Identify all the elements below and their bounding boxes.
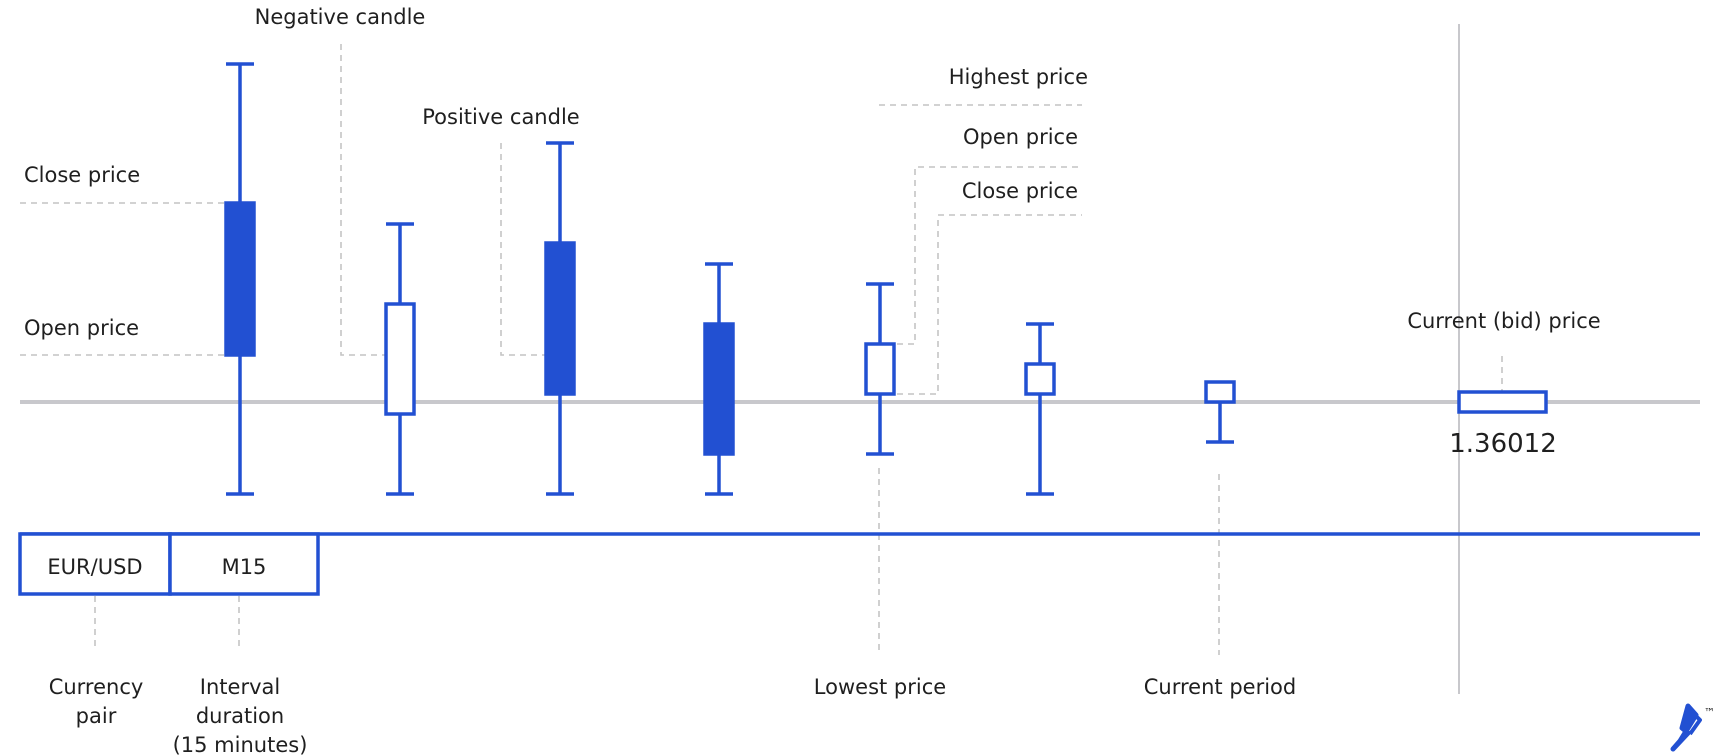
candle-2-body (384, 302, 416, 416)
open-price-left-label: Open price (24, 316, 139, 340)
currency-pair-label-line2: pair (76, 704, 117, 728)
candle-2 (384, 222, 416, 496)
open-price-right-label: Open price (963, 125, 1078, 149)
candle-7-body (1204, 380, 1236, 404)
interval-box (168, 532, 320, 596)
leader-negative-candle (340, 44, 385, 356)
current-price-value: 1.36012 (1449, 429, 1557, 459)
candle-7 (1204, 380, 1236, 444)
candle-3 (544, 141, 576, 496)
highest-price-label: Highest price (949, 65, 1088, 89)
leader-lines (20, 44, 1503, 655)
labels: Negative candle Positive candle Close pr… (24, 5, 1601, 756)
candle-3-body (544, 241, 576, 396)
candle-1-body (224, 201, 256, 357)
leader-close-price-right (897, 214, 1082, 395)
currency-pair-box (18, 532, 172, 596)
svg-text:™: ™ (1704, 706, 1715, 719)
interval-label-line3: (15 minutes) (173, 733, 308, 756)
candle-4-body (703, 322, 735, 456)
interval-label-line1: Interval (200, 675, 280, 699)
candle-5 (864, 282, 896, 456)
current-bid-price-label: Current (bid) price (1407, 309, 1600, 333)
close-price-right-label: Close price (962, 179, 1078, 203)
leader-open-price-right (897, 166, 1082, 345)
candles (224, 62, 1548, 496)
candle-1 (224, 62, 256, 496)
candle-6 (1024, 322, 1056, 496)
current-period-label: Current period (1144, 675, 1296, 699)
positive-candle-label: Positive candle (422, 105, 579, 129)
negative-candle-label: Negative candle (255, 5, 426, 29)
candle-6-body (1024, 362, 1056, 396)
current-price-marker (1457, 390, 1548, 414)
interval-label-line2: duration (196, 704, 284, 728)
candle-5-body (864, 342, 896, 396)
lowest-price-label: Lowest price (814, 675, 946, 699)
toptal-logo: ™ (1670, 703, 1715, 752)
candle-4 (703, 262, 735, 496)
interval-value: M15 (222, 555, 267, 579)
leader-positive-candle (500, 143, 545, 356)
close-price-left-label: Close price (24, 163, 140, 187)
currency-pair-value: EUR/USD (47, 555, 142, 579)
currency-pair-label-line1: Currency (49, 675, 144, 699)
